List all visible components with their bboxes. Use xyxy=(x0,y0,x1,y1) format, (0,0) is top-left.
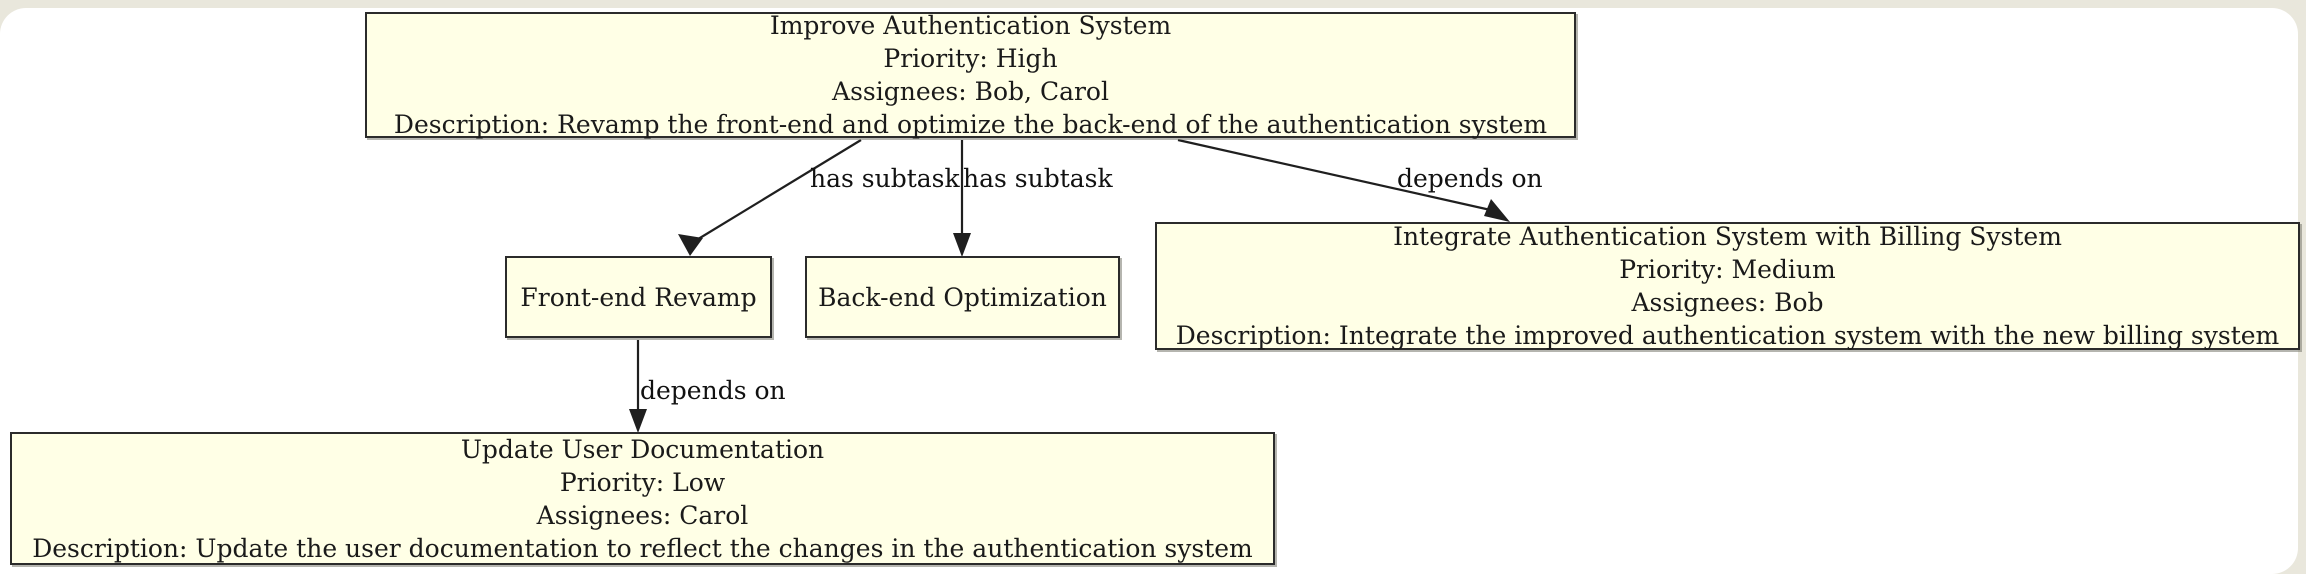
node-priority: Priority: Low xyxy=(559,467,726,497)
edge-label-has-subtask-frontend: has subtask xyxy=(810,164,960,193)
node-front-end-revamp[interactable]: Front-end Revamp xyxy=(505,256,772,338)
node-back-end-optimization[interactable]: Back-end Optimization xyxy=(805,256,1120,338)
node-description: Description: Update the user documentati… xyxy=(32,533,1253,563)
node-title: Back-end Optimization xyxy=(818,282,1107,312)
node-description: Description: Integrate the improved auth… xyxy=(1175,321,2280,350)
edge-improve-to-backend xyxy=(953,140,971,257)
node-priority: Priority: High xyxy=(883,44,1058,73)
node-title: Update User Documentation xyxy=(460,434,825,464)
edge-label-has-subtask-backend: has subtask xyxy=(963,164,1113,193)
node-priority: Priority: Medium xyxy=(1619,255,1836,284)
node-description: Description: Revamp the front-end and op… xyxy=(393,110,1548,139)
edge-label-depends-on-integrate: depends on xyxy=(1397,164,1543,193)
node-improve-authentication-system[interactable]: Improve Authentication System Priority: … xyxy=(365,11,1576,139)
edge-improve-to-frontend xyxy=(678,139,862,256)
node-update-user-documentation[interactable]: Update User Documentation Priority: Low … xyxy=(10,432,1275,565)
edge-label-depends-on-docs: depends on xyxy=(640,376,786,405)
node-title: Improve Authentication System xyxy=(769,11,1172,40)
node-assignees: Assignees: Carol xyxy=(536,500,749,530)
node-assignees: Assignees: Bob xyxy=(1631,288,1824,317)
node-title: Integrate Authentication System with Bil… xyxy=(1393,222,2062,251)
node-integrate-authentication-system-with-billing-system[interactable]: Integrate Authentication System with Bil… xyxy=(1155,222,2300,350)
node-title: Front-end Revamp xyxy=(520,282,757,312)
node-assignees: Assignees: Bob, Carol xyxy=(832,77,1109,106)
